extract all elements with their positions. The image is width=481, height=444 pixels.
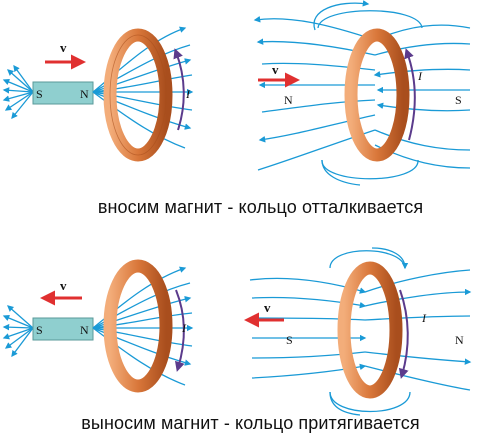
caption-push-in: вносим магнит - кольцо отталкивается: [97, 197, 424, 217]
current-label: I: [185, 87, 191, 101]
velocity-label: v: [60, 40, 67, 55]
field-lines-tail: [2, 64, 34, 120]
magnet-north-label: N: [80, 87, 89, 101]
velocity-label: v: [264, 300, 271, 315]
copper-ring: [103, 259, 173, 393]
current-label: I: [181, 321, 187, 335]
panel-magnet-pull-out: v S N I: [2, 259, 194, 393]
panel-magnet-push-in: v S N I: [2, 26, 194, 162]
copper-ring: [344, 28, 410, 162]
velocity-label: v: [272, 62, 279, 77]
current-arrow: [173, 48, 185, 131]
panel-induced-field-bottom: v S N I: [244, 247, 472, 416]
field-lines-tail: [2, 305, 34, 358]
copper-ring: [337, 261, 403, 399]
field-north-label: N: [455, 333, 464, 347]
panel-induced-field-top: v N S I: [253, 0, 471, 186]
current-arrow: [174, 289, 185, 372]
velocity-label: v: [60, 278, 67, 293]
magnet-north-label: N: [80, 323, 89, 337]
caption-pull-out: выносим магнит - кольцо притягивается: [81, 413, 420, 433]
magnet-south-label: S: [36, 323, 43, 337]
magnet-south-label: S: [36, 87, 43, 101]
field-south-label: S: [455, 93, 462, 107]
current-label: I: [421, 311, 427, 325]
current-arrow: [398, 289, 409, 379]
current-arrow: [404, 48, 416, 141]
current-label: I: [417, 69, 423, 83]
bar-magnet: [32, 317, 94, 341]
field-south-label: S: [286, 333, 293, 347]
bar-magnet: [32, 81, 94, 105]
field-north-label: N: [284, 93, 293, 107]
